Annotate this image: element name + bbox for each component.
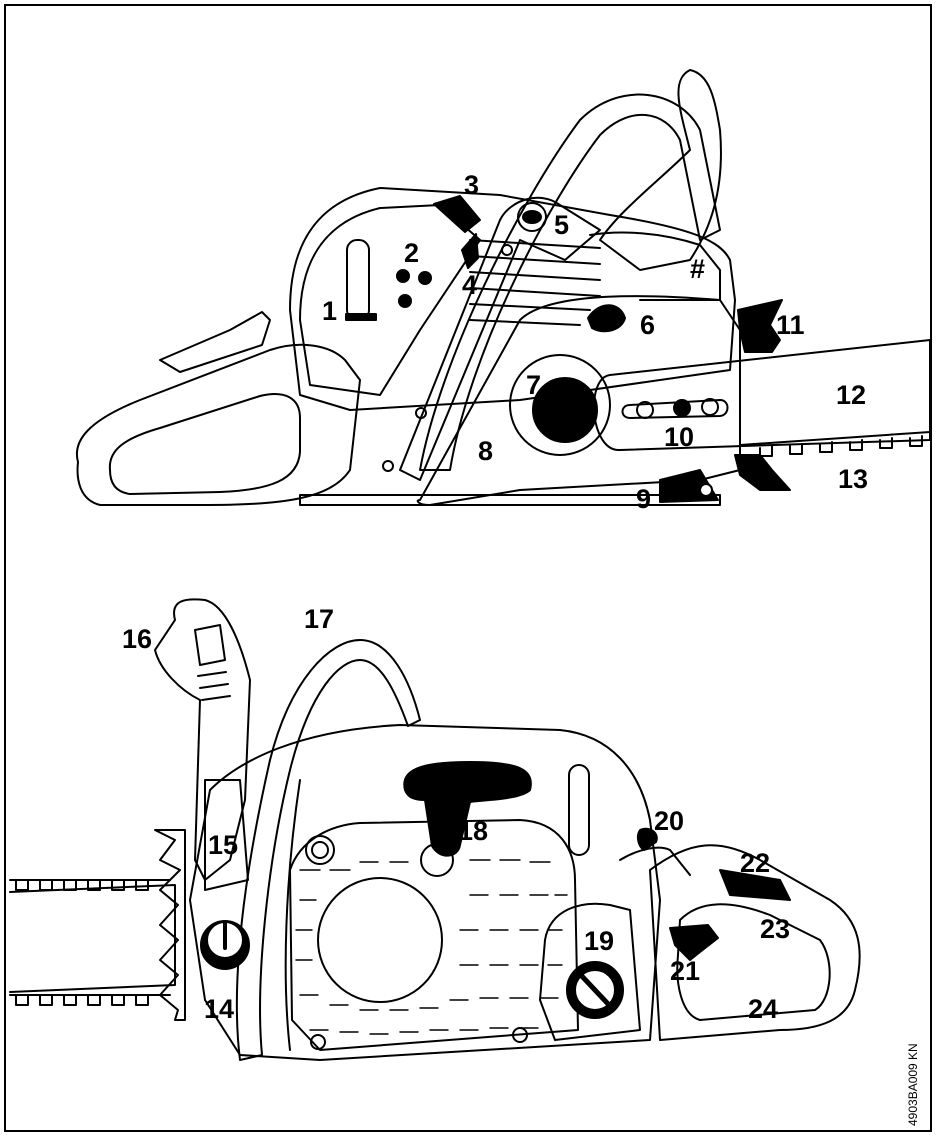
callout-hash: # — [690, 254, 706, 284]
front-handle-inner-bottom — [284, 779, 301, 1051]
callout-4: 4 — [462, 270, 478, 300]
master-control-rail — [619, 846, 691, 876]
oil-filler-marker — [461, 233, 479, 269]
chain-catcher-top — [737, 299, 783, 353]
front-handle-upper-top — [599, 69, 722, 271]
callout-18: 18 — [458, 816, 489, 846]
callout-6: 6 — [640, 310, 656, 340]
top-saw-view — [75, 69, 931, 506]
callout-19: 19 — [584, 926, 615, 956]
callout-2: 2 — [404, 238, 420, 268]
saw-chain-top — [739, 431, 931, 457]
guide-bar-top — [593, 339, 931, 452]
bar-hole-b — [701, 398, 719, 416]
front-handle-loop-top — [419, 93, 721, 471]
callout-24: 24 — [748, 994, 779, 1024]
air-filter-cover-top — [299, 204, 481, 396]
handle-mount-ring — [517, 202, 547, 232]
callout-20: 20 — [654, 806, 685, 836]
saw-chain-bottom — [9, 879, 171, 891]
throttle-lockout-bottom — [719, 869, 791, 901]
drawing-code: 4903BA009 KN — [906, 1043, 920, 1126]
throttle-trigger-bottom — [669, 924, 719, 961]
callout-22: 22 — [740, 848, 771, 878]
bumper-spike-top — [734, 454, 791, 491]
fan-grille-pattern — [295, 859, 568, 1035]
callout-11: 11 — [776, 310, 805, 340]
callout-9: 9 — [636, 484, 652, 514]
brake-cover — [204, 779, 249, 891]
front-handguard-top — [399, 196, 601, 481]
spark-plug-cover — [433, 195, 481, 233]
bumper-bolt — [699, 483, 713, 497]
decomp-hole-c — [398, 294, 412, 308]
housing-screw-e — [310, 1034, 326, 1050]
front-handle-bottom — [235, 639, 421, 1061]
housing-screw-a — [415, 407, 427, 419]
callout-23: 23 — [760, 914, 791, 944]
brake-pivot-inner — [311, 841, 329, 859]
callout-12: 12 — [836, 380, 867, 410]
saw-chain-bottom-lower — [9, 994, 171, 1006]
decomp-hole-a — [396, 269, 410, 283]
diagram-frame — [4, 4, 932, 1132]
guide-bar-bottom — [9, 884, 176, 993]
handguard-grip-slots — [194, 624, 231, 701]
housing-screw-b — [382, 460, 394, 472]
starter-grip — [403, 761, 532, 857]
handle-mount-bolt — [522, 210, 542, 224]
callout-21: 21 — [670, 956, 701, 986]
rear-handle-top — [75, 343, 361, 506]
handguard-bottom — [154, 598, 251, 881]
callout-5: 5 — [554, 210, 570, 240]
starter-rope-guide — [420, 843, 454, 877]
chain-tensioner-knob — [587, 304, 626, 333]
choke-lever-knob — [345, 313, 377, 321]
callout-15: 15 — [208, 830, 239, 860]
housing-screw-d — [512, 1027, 528, 1043]
guide-bar-slot — [621, 399, 729, 419]
callout-10: 10 — [664, 422, 695, 452]
choke-lever-slot — [346, 239, 370, 321]
housing-screw-c — [501, 244, 513, 256]
rear-choke-slot — [568, 764, 590, 856]
bar-hole-a — [636, 401, 654, 419]
callout-1: 1 — [322, 296, 338, 326]
callout-7: 7 — [526, 370, 542, 400]
decomp-hole-b — [418, 271, 432, 285]
callout-14: 14 — [204, 994, 235, 1024]
filler-cap-19-bail — [575, 969, 613, 1009]
callout-16: 16 — [122, 624, 153, 654]
bottom-saw-view — [9, 598, 861, 1061]
cylinder-fins-top — [469, 239, 601, 326]
rear-handle-grip-top — [108, 393, 301, 495]
callout-3: 3 — [464, 170, 480, 200]
muffler-outline — [589, 231, 721, 301]
bottom-plate-top — [299, 494, 721, 506]
callout-13: 13 — [838, 464, 869, 494]
filler-cap-panel — [539, 902, 641, 1041]
spike-teeth-bottom — [154, 829, 186, 1021]
clutch-drum — [532, 377, 598, 443]
engine-housing-top — [289, 187, 736, 411]
master-control-lever — [636, 827, 658, 851]
bar-nut-front — [673, 399, 691, 417]
brake-pivot — [305, 835, 335, 865]
throttle-lockout-top — [159, 311, 271, 373]
sprocket-cover-nut-ring — [509, 354, 611, 456]
fan-grille-opening — [317, 877, 443, 1003]
rear-handle-grip-bottom — [676, 903, 831, 1021]
rear-handle-bottom — [649, 844, 861, 1041]
callout-8: 8 — [478, 436, 494, 466]
engine-housing-bottom — [189, 724, 661, 1061]
callout-17: 17 — [304, 604, 335, 634]
